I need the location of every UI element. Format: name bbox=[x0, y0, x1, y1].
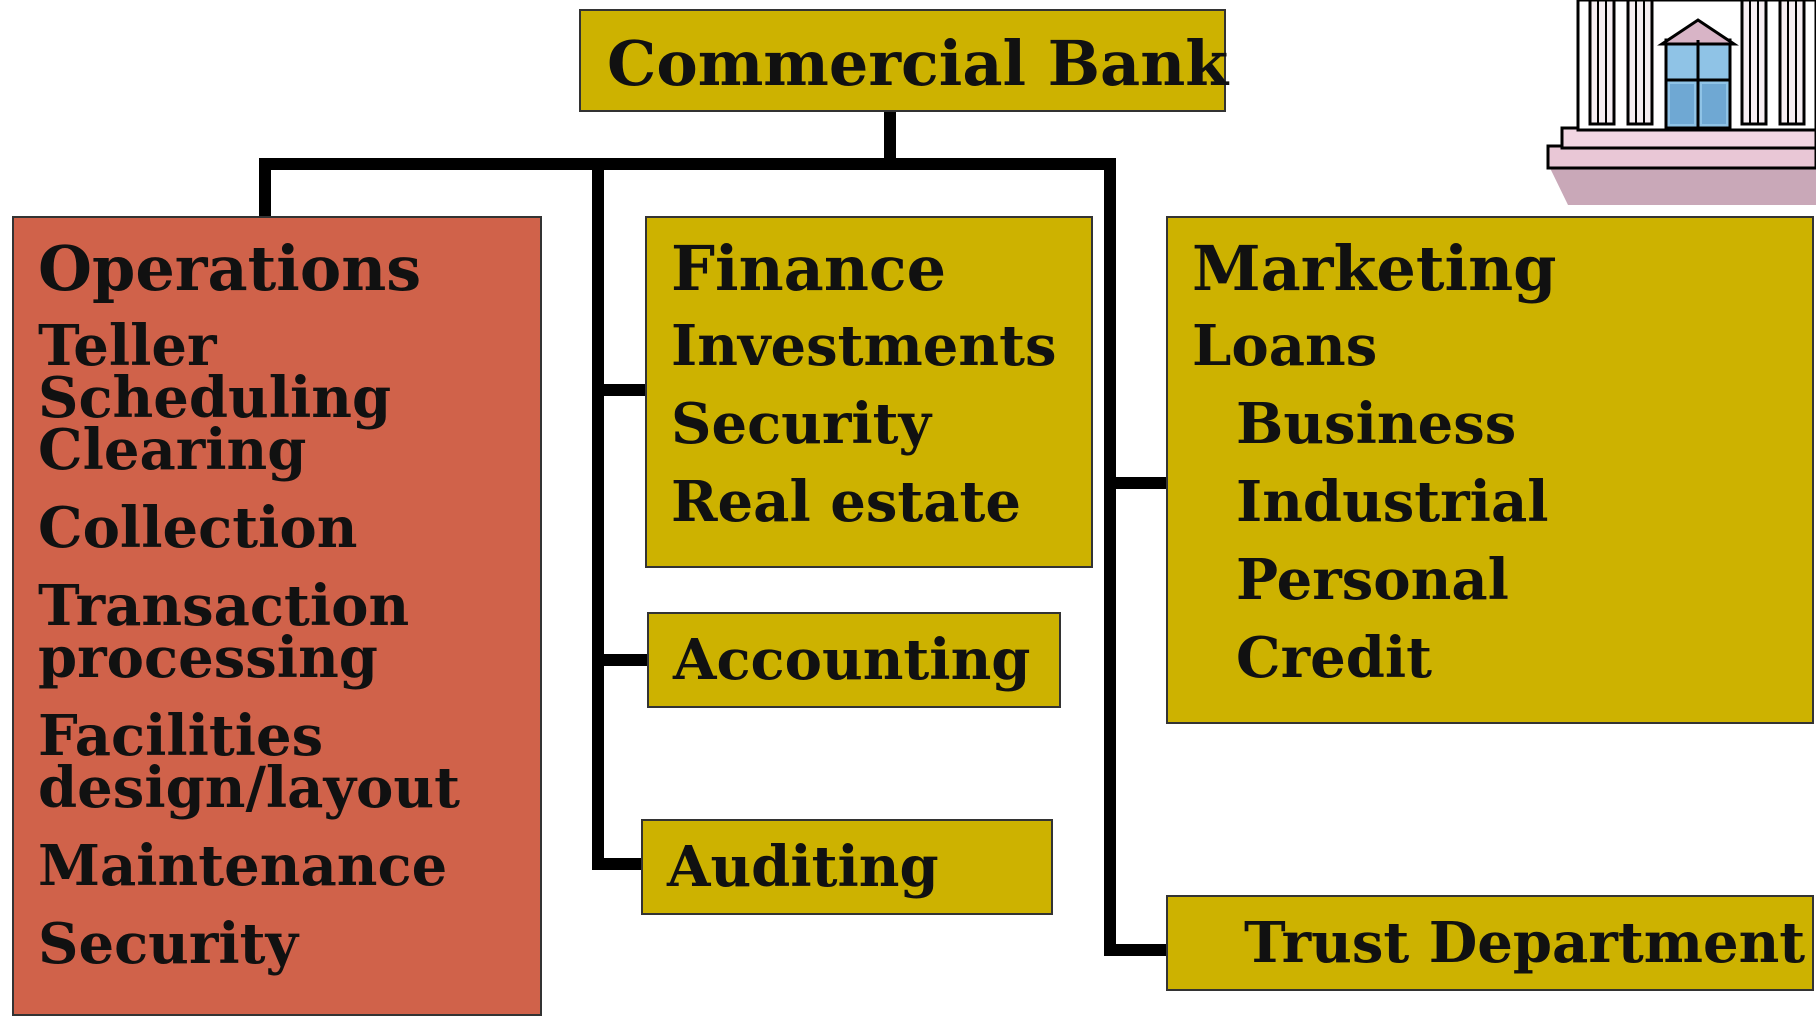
marketing-loans: Loans bbox=[1192, 313, 1378, 379]
bank-building-icon bbox=[1546, 0, 1816, 205]
connector-auditing bbox=[592, 858, 642, 870]
root-label: Commercial Bank bbox=[607, 27, 1229, 100]
accounting-label: Accounting bbox=[673, 627, 1031, 693]
operations-item: Teller bbox=[38, 313, 217, 379]
auditing-node: Auditing bbox=[641, 819, 1053, 915]
operations-item: Collection bbox=[38, 495, 358, 561]
finance-item: Investments bbox=[671, 313, 1057, 379]
trust-node: Trust Department bbox=[1166, 895, 1814, 991]
marketing-node: Marketing Loans Business Industrial Pers… bbox=[1166, 216, 1814, 724]
finance-item: Security bbox=[671, 391, 932, 457]
operations-item: Scheduling bbox=[38, 365, 392, 431]
finance-title: Finance bbox=[671, 232, 947, 305]
connector-right-trunk bbox=[1104, 158, 1116, 956]
operations-item: Clearing bbox=[38, 417, 307, 483]
accounting-node: Accounting bbox=[647, 612, 1061, 708]
trust-label: Trust Department bbox=[1244, 910, 1806, 976]
operations-item: Security bbox=[38, 911, 299, 977]
marketing-item: Business bbox=[1236, 391, 1517, 457]
marketing-item: Industrial bbox=[1236, 469, 1549, 535]
operations-item: design/layout bbox=[38, 755, 460, 821]
connector-accounting bbox=[592, 654, 650, 666]
connector-root bbox=[884, 110, 896, 162]
finance-node: Finance Investments Security Real estate bbox=[645, 216, 1093, 568]
operations-item: Transaction bbox=[38, 573, 410, 639]
connector-middle-trunk bbox=[592, 158, 604, 870]
auditing-label: Auditing bbox=[667, 834, 939, 900]
marketing-item: Personal bbox=[1236, 547, 1509, 613]
connector-marketing bbox=[1104, 477, 1170, 489]
connector-finance bbox=[592, 384, 650, 396]
root-node: Commercial Bank bbox=[579, 9, 1229, 112]
operations-title: Operations bbox=[38, 232, 422, 305]
connector-trust bbox=[1104, 944, 1170, 956]
operations-item: Maintenance bbox=[38, 833, 448, 899]
operations-item: Facilities bbox=[38, 703, 324, 769]
operations-node: Operations Teller Scheduling Clearing Co… bbox=[12, 216, 542, 1016]
marketing-item: Credit bbox=[1236, 625, 1432, 691]
connector-horizontal bbox=[259, 158, 1114, 170]
operations-item: processing bbox=[38, 625, 378, 691]
connector-operations bbox=[259, 158, 271, 218]
marketing-title: Marketing bbox=[1192, 232, 1557, 305]
finance-item: Real estate bbox=[671, 469, 1022, 535]
